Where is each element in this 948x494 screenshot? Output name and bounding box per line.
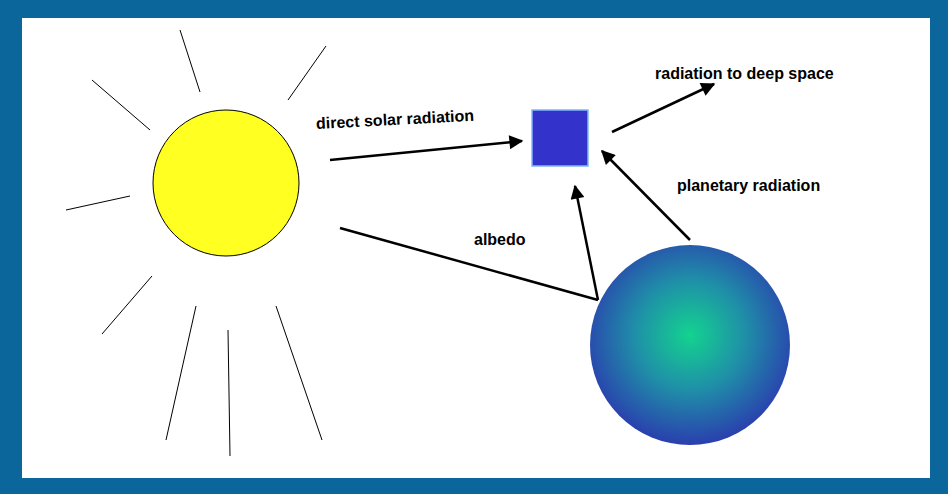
spacecraft-box bbox=[532, 110, 588, 166]
flow-label: planetary radiation bbox=[677, 176, 820, 195]
sun bbox=[153, 110, 299, 256]
planet bbox=[590, 245, 790, 445]
flow-label: albedo bbox=[474, 230, 526, 249]
sun-rays bbox=[66, 30, 326, 456]
flow-label: radiation to deep space bbox=[655, 64, 834, 83]
